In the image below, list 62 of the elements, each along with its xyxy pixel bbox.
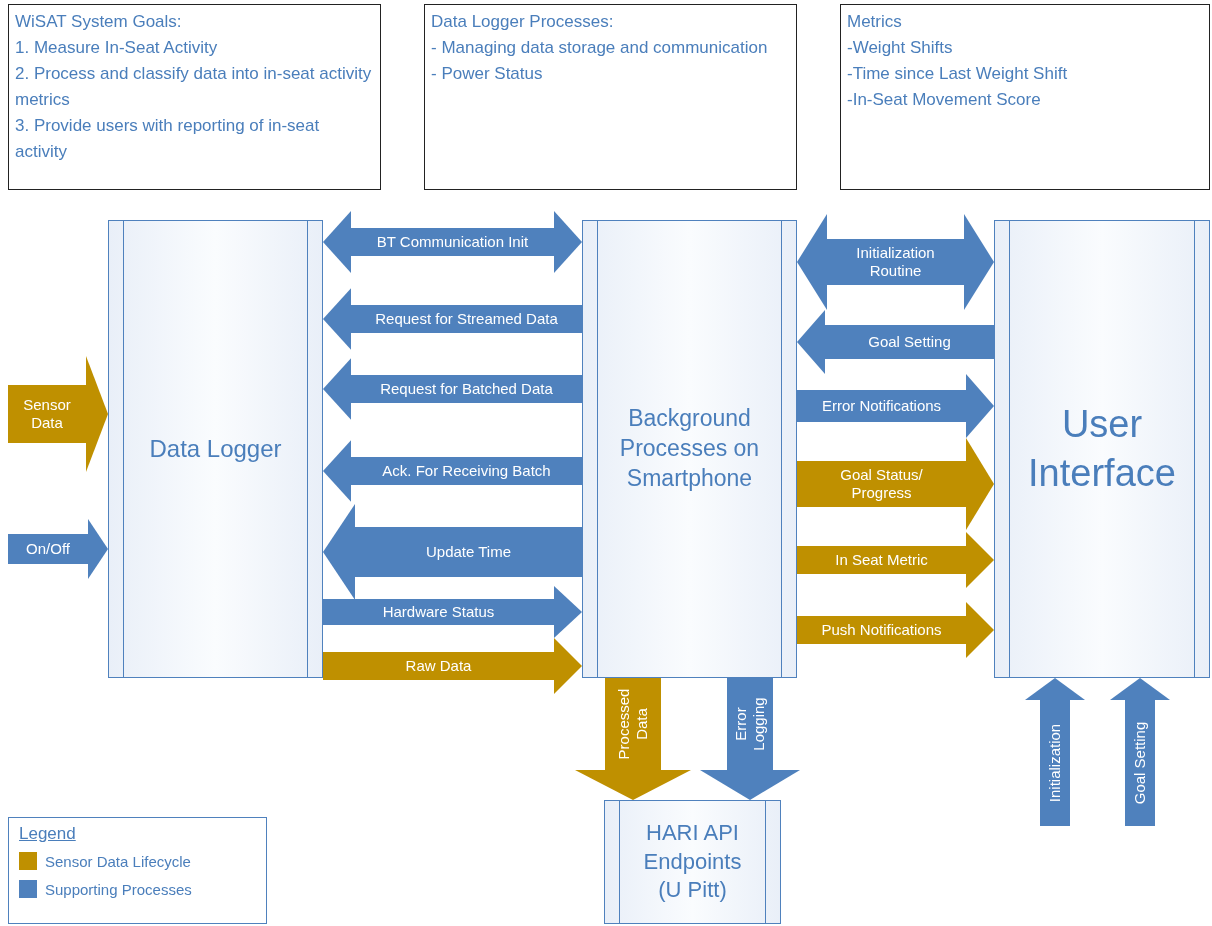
legend-label: Sensor Data Lifecycle bbox=[45, 852, 191, 870]
panel-title: Background Processes on Smartphone bbox=[618, 404, 761, 493]
block-arrow bbox=[323, 288, 582, 350]
edge-label: Error Logging bbox=[732, 696, 768, 753]
block-arrow bbox=[323, 638, 582, 694]
edge-label: Update Time bbox=[424, 543, 512, 561]
process-panel bbox=[108, 220, 323, 678]
block-arrow bbox=[1110, 678, 1170, 826]
note-text: 3. Provide users with reporting of in-seat activity bbox=[15, 115, 321, 163]
edge-label: Request for Streamed Data bbox=[374, 310, 559, 328]
edge-label: Initialization Routine bbox=[855, 244, 936, 280]
edge-label: Ack. For Receiving Batch bbox=[381, 462, 552, 480]
note-box bbox=[840, 4, 1210, 190]
note-text: Metrics bbox=[847, 11, 903, 33]
edge-label: Initialization bbox=[1046, 722, 1064, 805]
block-arrow bbox=[8, 519, 108, 579]
note-text: WiSAT System Goals: bbox=[15, 11, 183, 33]
note-text: - Managing data storage and communication bbox=[431, 37, 769, 59]
note-text: 1. Measure In-Seat Activity bbox=[15, 37, 219, 59]
block-arrow bbox=[323, 211, 582, 273]
block-arrow bbox=[1025, 678, 1085, 826]
edge-label: Hardware Status bbox=[381, 603, 496, 621]
note-text: Data Logger Processes: bbox=[431, 11, 615, 33]
block-arrow bbox=[323, 504, 582, 600]
panel-title: HARI API Endpoints (U Pitt) bbox=[642, 819, 743, 905]
edge-label: Goal Status/ Progress bbox=[839, 466, 924, 502]
process-panel bbox=[994, 220, 1210, 678]
edge-label: Goal Setting bbox=[1131, 720, 1149, 807]
edge-label: Sensor Data bbox=[22, 396, 72, 432]
note-text: - Power Status bbox=[431, 63, 544, 85]
edge-label: Processed Data bbox=[615, 687, 651, 762]
block-arrow bbox=[575, 678, 691, 800]
edge-label: Raw Data bbox=[404, 657, 473, 675]
edge-label: Error Notifications bbox=[820, 397, 943, 415]
note-text: -Time since Last Weight Shift bbox=[847, 63, 1069, 85]
edge-label: Request for Batched Data bbox=[379, 380, 554, 398]
block-arrow bbox=[323, 358, 582, 420]
panel-title: User Interface bbox=[1027, 401, 1177, 496]
block-arrow bbox=[797, 438, 994, 530]
note-text: 2. Process and classify data into in-seat activity metrics bbox=[15, 63, 373, 111]
legend-title: Legend bbox=[19, 824, 76, 844]
edge-label: Push Notifications bbox=[820, 621, 943, 639]
note-text: -Weight Shifts bbox=[847, 37, 954, 59]
edge-label: BT Communication Init bbox=[375, 233, 530, 251]
block-arrow bbox=[797, 374, 994, 438]
block-arrow bbox=[797, 214, 994, 310]
note-text: -In-Seat Movement Score bbox=[847, 89, 1042, 111]
note-box bbox=[8, 4, 381, 190]
edge-label: Goal Setting bbox=[867, 333, 952, 351]
process-panel bbox=[604, 800, 781, 924]
legend-label: Supporting Processes bbox=[45, 880, 192, 898]
process-panel bbox=[582, 220, 797, 678]
block-arrow bbox=[797, 532, 994, 588]
edge-label: On/Off bbox=[25, 540, 71, 558]
block-arrow bbox=[797, 602, 994, 658]
edge-label: In Seat Metric bbox=[834, 551, 929, 569]
note-box bbox=[424, 4, 797, 190]
panel-title: Data Logger bbox=[148, 434, 283, 465]
block-arrow bbox=[797, 310, 994, 374]
block-arrow bbox=[8, 356, 108, 472]
block-arrow bbox=[700, 678, 800, 800]
block-arrow bbox=[323, 440, 582, 502]
